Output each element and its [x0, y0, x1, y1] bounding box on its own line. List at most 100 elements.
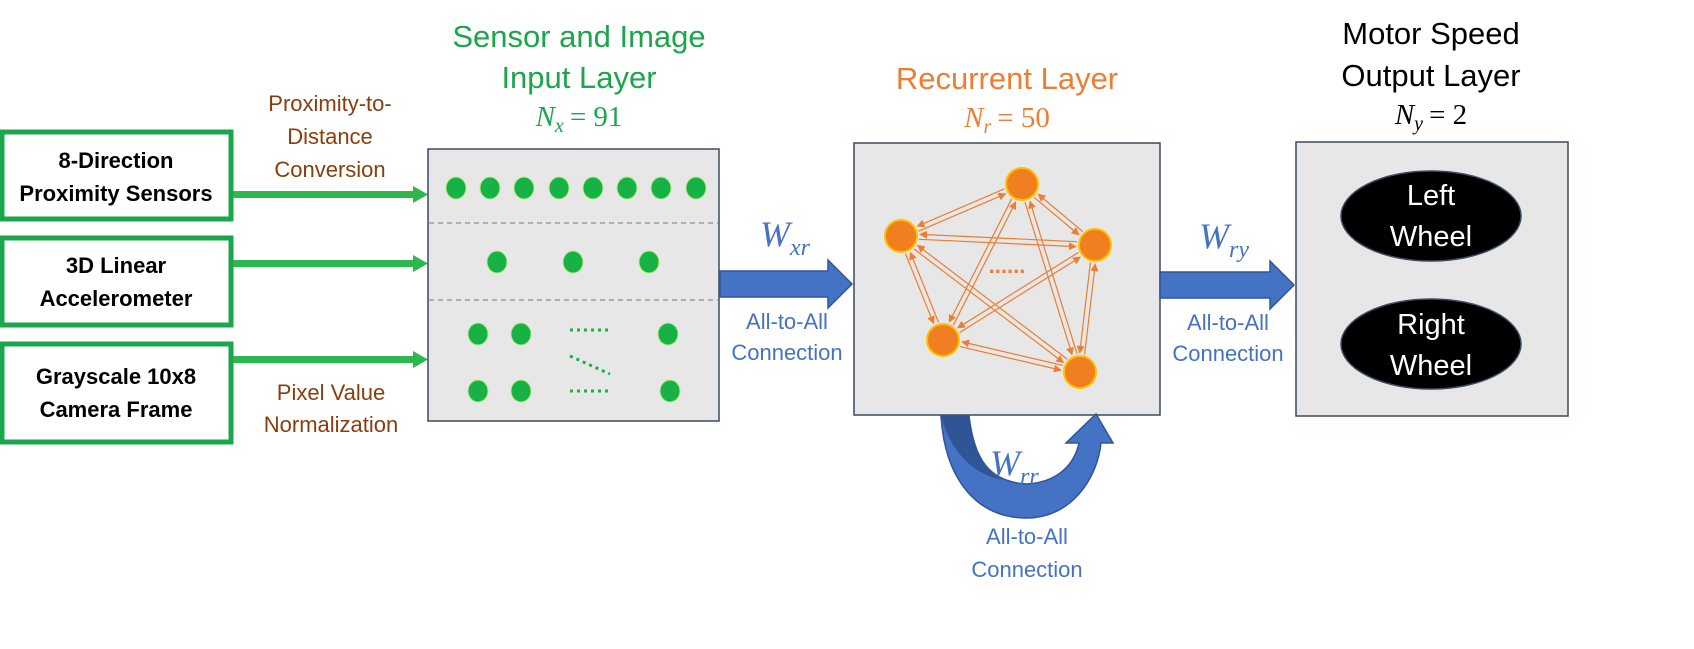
recurrent-edge: [909, 251, 940, 323]
recurrent-neuron: [1063, 355, 1097, 389]
input-arrow-accelerometer: [233, 255, 428, 272]
weight-arrow-xr: Wxr All-to-All Connection: [719, 214, 854, 365]
recurrent-edges: [904, 188, 1099, 373]
preprocess-bottom-line2: Normalization: [264, 412, 399, 437]
recurrent-edge: [1033, 196, 1080, 236]
recurrent-edge: [916, 244, 1068, 360]
weight-label-rr: Wrr: [990, 443, 1039, 490]
recurrent-layer-panel: ......: [853, 142, 1161, 416]
recurrent-edge: [1024, 201, 1074, 356]
input-label-line2: Proximity Sensors: [19, 181, 212, 206]
input-neuron: [445, 176, 467, 200]
input-neuron: [548, 176, 570, 200]
output-layer-size: Ny= 2: [1394, 99, 1467, 135]
input-layer-title-line2: Input Layer: [501, 60, 656, 95]
weight-label-xr: Wxr: [760, 214, 811, 261]
input-neuron: [479, 176, 501, 200]
input-label-line1: 3D Linear: [66, 253, 167, 278]
recurrent-layer-size: Nr= 50: [963, 102, 1050, 138]
input-neuron: [657, 322, 679, 346]
input-neuron: [467, 322, 489, 346]
input-neuron: [510, 322, 532, 346]
recurrent-edge: [918, 238, 1077, 251]
recurrent-edge: [959, 345, 1062, 373]
recurrent-neuron: [1005, 167, 1039, 201]
preprocess-bottom-line1: Pixel Value: [277, 380, 385, 405]
input-neuron: [650, 176, 672, 200]
input-neuron: [616, 176, 638, 200]
output-label-line2: Wheel: [1390, 221, 1472, 253]
weight-arrow-ry: Wry All-to-All Connection: [1159, 216, 1296, 366]
input-neuron: [513, 176, 535, 200]
preprocess-label-bottom: Pixel Value Normalization: [264, 380, 399, 437]
connection-label-line2: Connection: [971, 557, 1082, 582]
input-neuron: [467, 379, 489, 403]
input-neuron: [510, 379, 532, 403]
output-label-line2: Wheel: [1390, 350, 1472, 382]
input-box-camera-frame: Grayscale 10x8 Camera Frame: [0, 341, 234, 445]
recurrent-edge: [1028, 200, 1078, 355]
connection-label-line1: All-to-All: [746, 309, 828, 334]
recurrent-neuron: [884, 219, 918, 253]
output-neuron-right-wheel: Right Wheel: [1340, 298, 1522, 390]
input-box-accelerometer: 3D Linear Accelerometer: [0, 235, 234, 328]
recurrent-neuron: [1078, 228, 1112, 262]
recurrent-neuron: [926, 323, 960, 357]
input-neurons: [445, 176, 707, 403]
recurrent-edge: [961, 339, 1064, 367]
input-layer-size: Nx= 91: [535, 101, 623, 137]
input-neuron-ellipsis: [569, 354, 611, 376]
recurrent-edge: [919, 230, 1078, 243]
input-layer-title: Sensor and Image Input Layer Nx= 91: [452, 19, 705, 137]
connection-label-line1: All-to-All: [1187, 310, 1269, 335]
output-layer-title-line1: Motor Speed: [1342, 16, 1520, 51]
input-neuron: [638, 250, 660, 274]
input-layer-title-line1: Sensor and Image: [452, 19, 705, 54]
output-neuron-left-wheel: Left Wheel: [1340, 170, 1522, 262]
input-neuron: [685, 176, 707, 200]
input-label-line2: Camera Frame: [40, 397, 193, 422]
output-layer-panel: Left Wheel Right Wheel: [1295, 141, 1569, 417]
recurrent-edge: [1037, 193, 1084, 233]
recurrent-ellipsis: ......: [989, 253, 1026, 278]
recurrent-layer-title-text: Recurrent Layer: [896, 61, 1118, 96]
recurrent-edge: [916, 188, 1005, 228]
output-layer-title-line2: Output Layer: [1341, 58, 1520, 93]
recurrent-edge: [952, 201, 1017, 326]
recurrent-edge: [959, 256, 1082, 334]
input-box-proximity-sensors: 8-Direction Proximity Sensors: [0, 129, 234, 222]
input-arrow-proximity: [233, 186, 428, 203]
weight-label-ry: Wry: [1199, 216, 1249, 263]
input-neuron: [562, 250, 584, 274]
input-neuron: [486, 250, 508, 274]
recurrent-edge: [956, 251, 1079, 329]
input-label-line2: Accelerometer: [40, 286, 193, 311]
preprocess-label-top: Proximity-to- Distance Conversion: [268, 91, 391, 182]
input-neuron: [659, 379, 681, 403]
preprocess-top-line2: Distance: [287, 124, 373, 149]
input-label-line1: 8-Direction: [59, 148, 174, 173]
recurrent-edge: [913, 248, 1065, 364]
input-neuron: [582, 176, 604, 200]
preprocess-top-line3: Conversion: [274, 157, 385, 182]
connection-label-line1: All-to-All: [986, 524, 1068, 549]
weight-loop-rr: Wrr All-to-All Connection: [940, 412, 1115, 582]
output-label-line1: Left: [1407, 180, 1455, 212]
connection-label-line2: Connection: [1172, 341, 1283, 366]
input-arrows: [233, 186, 428, 368]
preprocess-top-line1: Proximity-to-: [268, 91, 391, 116]
recurrent-edge: [948, 198, 1013, 323]
recurrent-neurons: [884, 167, 1112, 389]
recurrent-edge: [904, 253, 935, 325]
input-layer-panel: [427, 148, 720, 422]
input-arrow-camera: [233, 351, 428, 368]
output-label-line1: Right: [1397, 309, 1465, 341]
recurrent-edge: [1083, 263, 1099, 355]
recurrent-edge: [918, 192, 1007, 232]
input-label-line1: Grayscale 10x8: [36, 364, 196, 389]
output-layer-title: Motor Speed Output Layer Ny= 2: [1341, 16, 1520, 135]
recurrent-edge: [1076, 262, 1092, 354]
connection-label-line2: Connection: [731, 340, 842, 365]
recurrent-layer-title: Recurrent Layer Nr= 50: [896, 61, 1118, 138]
